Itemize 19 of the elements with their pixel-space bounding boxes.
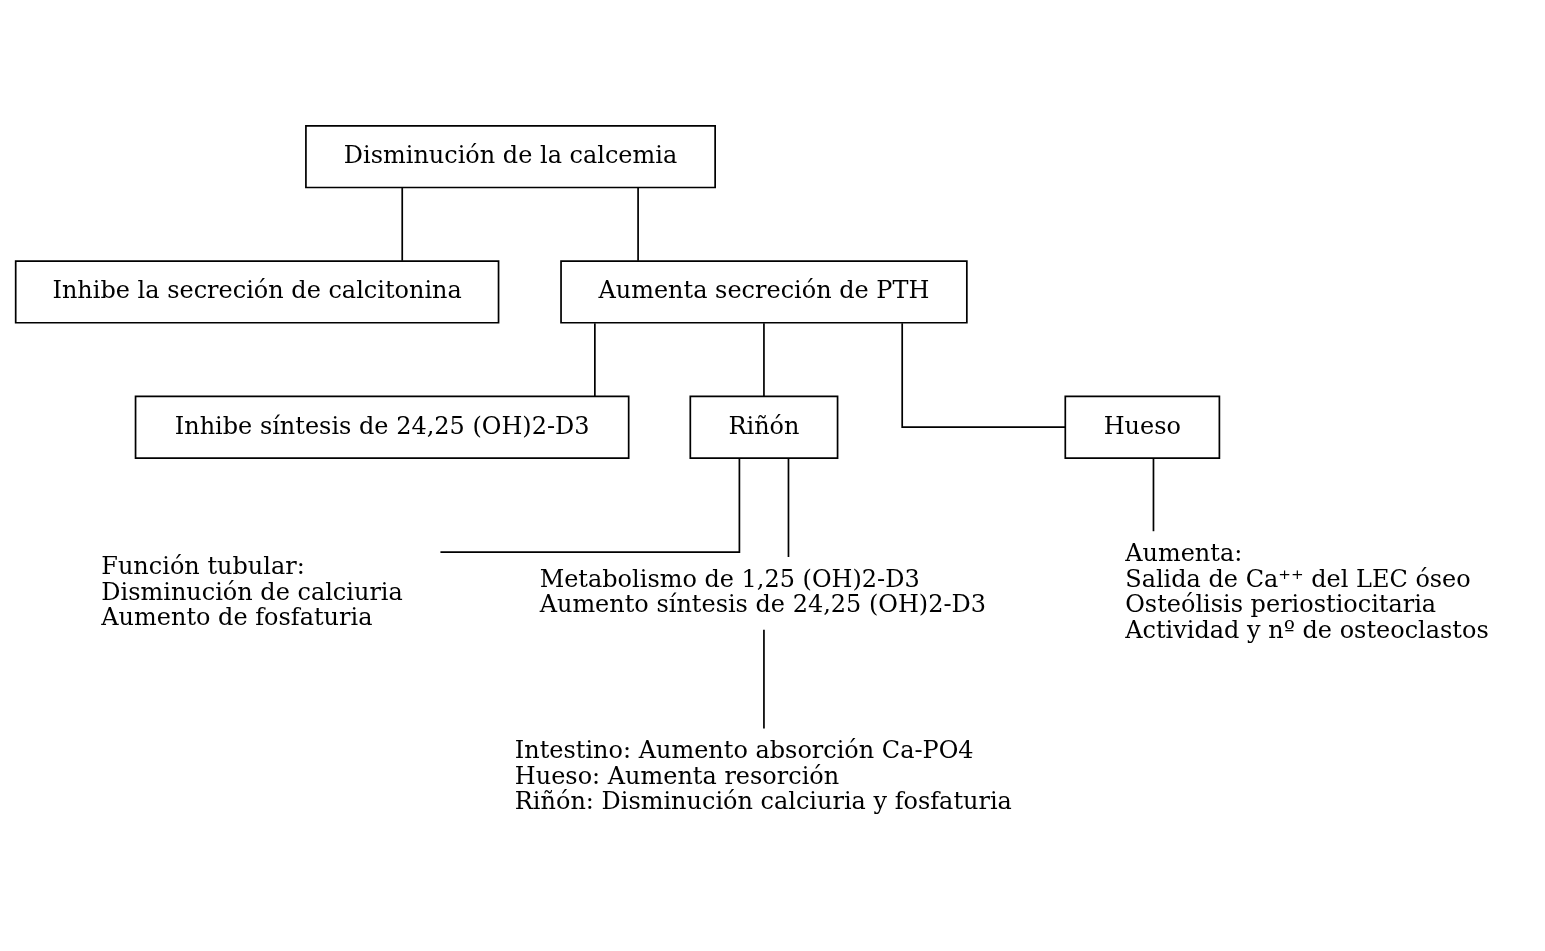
node-text: Función tubular: Disminución de calciuria Aumento de fosfaturia	[101, 551, 403, 631]
connector	[901, 321, 1066, 428]
connector	[439, 456, 741, 553]
node-text: Aumenta: Salida de Ca⁺⁺ del LEC óseo Osteólisis periostiocitaria Actividad y nº de osteoclastos	[1125, 538, 1489, 644]
connector	[1152, 457, 1155, 532]
node-box: Riñón	[689, 395, 839, 459]
connector	[763, 628, 765, 729]
connector	[594, 321, 596, 397]
node-box: Inhibe la secreción de calcitonina	[14, 259, 500, 324]
node-text: Metabolismo de 1,25 (OH)2-D3 Aumento síntesis de 24,25 (OH)2-D3	[539, 564, 986, 618]
node-text: Intestino: Aumento absorción Ca-PO4 Hueso: Aumenta resorción Riñón: Disminución calciuria y fosfaturia	[514, 735, 1012, 815]
connector	[787, 457, 790, 558]
connector	[763, 321, 765, 397]
node-box: Aumenta secreción de PTH	[560, 259, 968, 324]
connector	[637, 186, 639, 262]
connector	[401, 186, 404, 262]
node-box: Disminución de la calcemia	[305, 124, 716, 188]
node-box: Hueso	[1064, 395, 1221, 459]
node-box: Inhibe síntesis de 24,25 (OH)2-D3	[134, 395, 630, 459]
